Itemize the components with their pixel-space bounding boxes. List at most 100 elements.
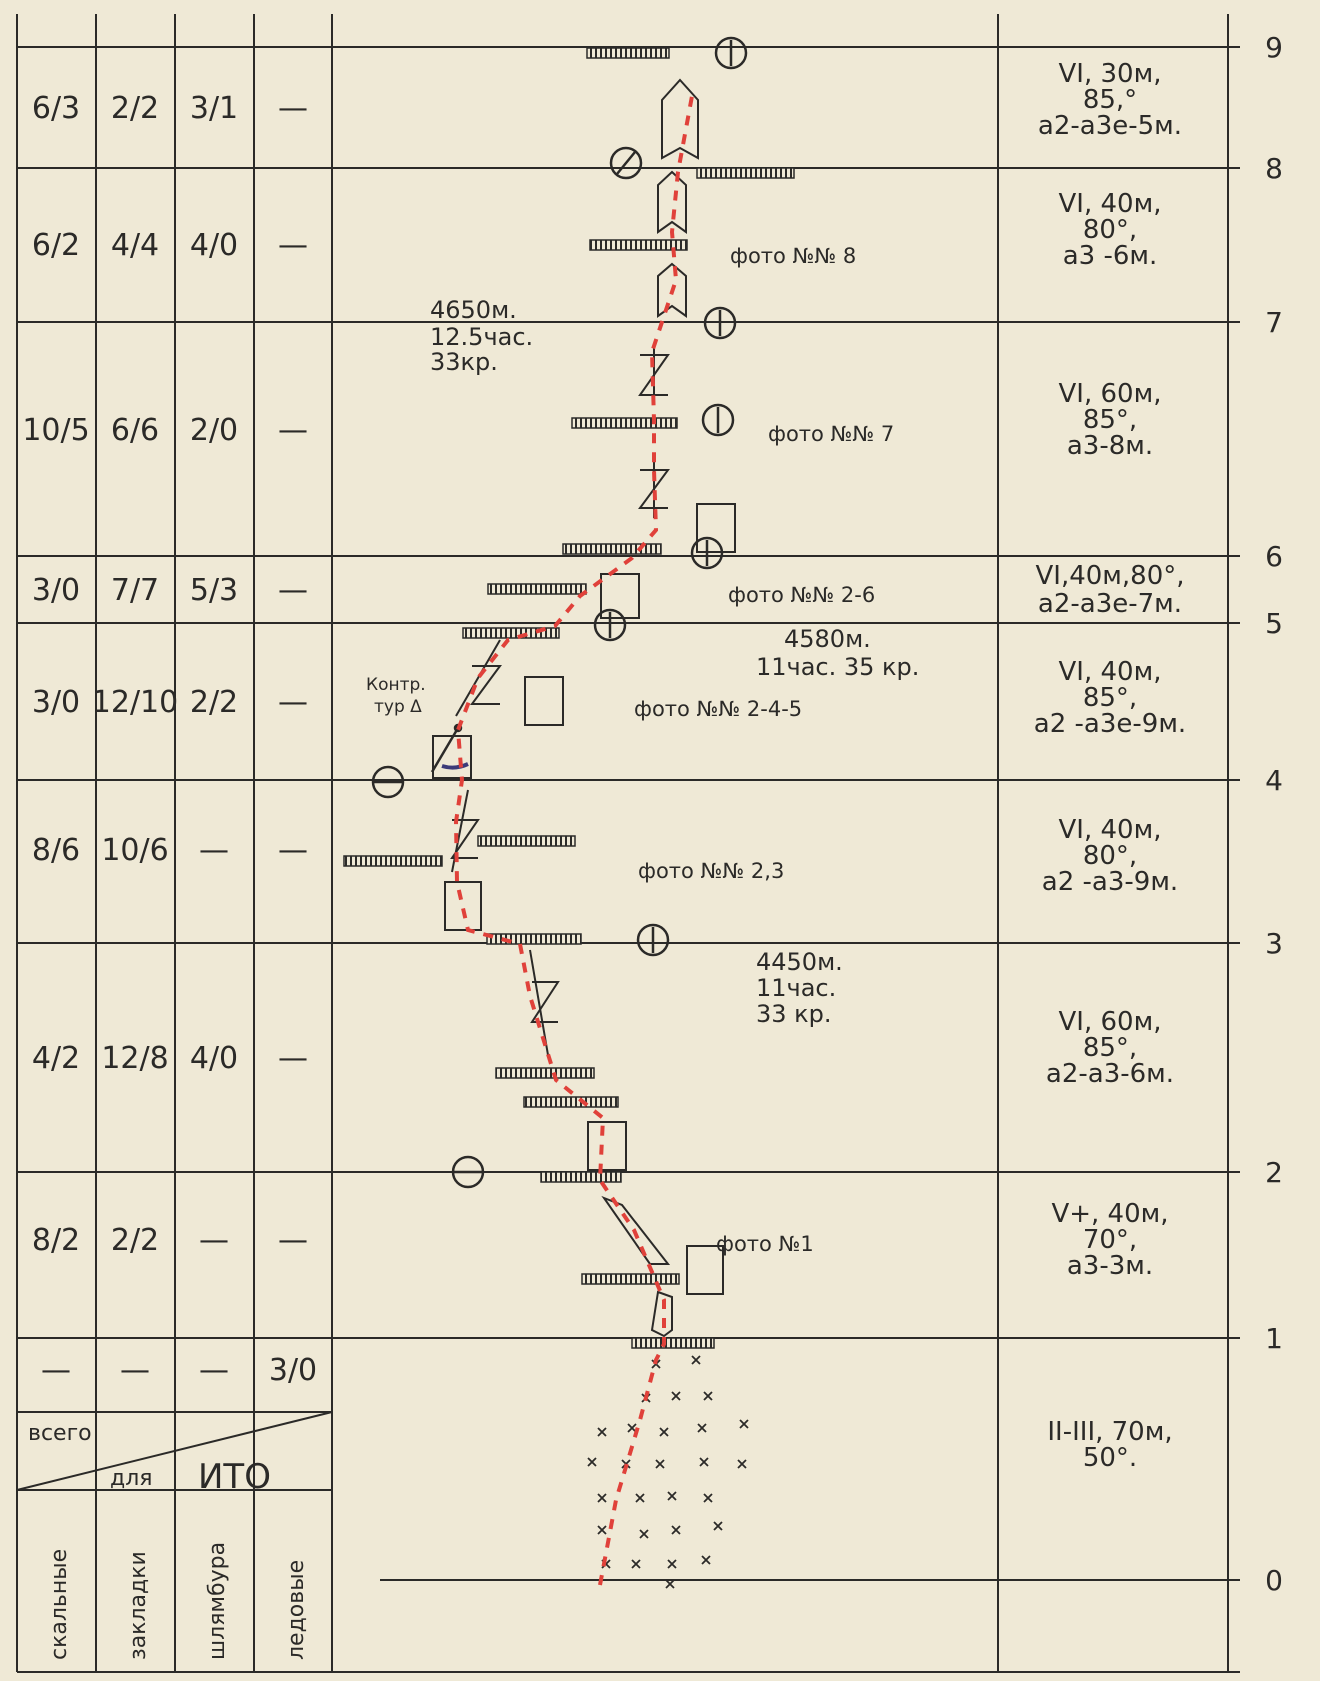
count-cell: — [278,1041,308,1076]
bivouac-note: 4450м. [756,948,843,976]
category-line: 85,° [1083,85,1137,115]
category-line: II-III, 70м, [1047,1417,1172,1447]
count-cell: — [278,413,308,448]
scale-tick-5: 5 [1265,607,1283,640]
category-line: VI, 60м, [1059,1007,1162,1037]
count-cell: 3/1 [190,91,238,126]
count-cell: 10/6 [101,833,168,868]
photo-label: фото №№ 8 [730,244,856,268]
category-line: а2 -а3е-9м. [1034,709,1186,739]
bivouac-note: 33 кр. [756,1000,832,1028]
count-cell: — [41,1353,71,1388]
count-cell: — [278,91,308,126]
control-point-label: тур Δ [374,697,422,717]
category-line: 80°, [1083,215,1137,245]
count-cell: 6/2 [32,228,80,263]
count-cell: 8/6 [32,833,80,868]
piton-circles [371,36,748,1189]
count-cell: 6/6 [111,413,159,448]
count-cell: 7/7 [111,573,159,608]
control-point-marker [430,723,469,773]
block-symbols [432,503,736,1295]
scree-crosses [587,1355,749,1589]
category-line: VI, 40м, [1059,815,1162,845]
count-cell: — [278,573,308,608]
category-line: а2-а3е-5м. [1038,111,1182,141]
count-cell: — [278,228,308,263]
category-line: а3 -6м. [1063,241,1158,271]
bivouac-note: 11час. 35 кр. [756,653,919,681]
bivouac-note: 11час. [756,974,836,1002]
category-line: а2-а3-6м. [1046,1059,1174,1089]
category-line: 50°. [1083,1443,1137,1473]
for-label: для [110,1466,153,1491]
category-line: VI,40м,80°, [1035,561,1184,591]
count-cell: — [199,1223,229,1258]
bivouac-note: 33кр. [430,348,498,376]
photo-label: фото №№ 2,3 [638,859,784,883]
count-cell: — [278,1223,308,1258]
column-label-bolts: шлямбура [205,1542,230,1660]
bivouac-note: 4580м. [784,625,871,653]
pitch-lines [16,46,1240,1673]
count-cell: 3/0 [269,1353,317,1388]
count-cell: 12/10 [92,685,178,720]
count-cell: — [199,833,229,868]
category-line: 85°, [1083,1033,1137,1063]
scale-tick-7: 7 [1265,306,1283,339]
photo-label: фото №№ 2-6 [728,583,875,607]
photo-label: фото №№ 2-4-5 [634,697,802,721]
category-line: V+, 40м, [1051,1199,1168,1229]
scale-tick-4: 4 [1265,764,1283,797]
count-cell: — [120,1353,150,1388]
column-label-rock: скальные [47,1549,72,1660]
category-line: VI, 40м, [1059,657,1162,687]
count-cell: 4/0 [190,228,238,263]
total-label: всего [28,1421,92,1446]
scale-tick-2: 2 [1265,1156,1283,1189]
route-line [453,95,694,1586]
count-cell: 2/2 [111,1223,159,1258]
count-cell: — [199,1353,229,1388]
category-line: VI, 60м, [1059,379,1162,409]
count-cell: 3/0 [32,573,80,608]
ledges [343,47,795,1349]
control-point-label: Контр. [366,675,426,695]
bivouac-note: 12.5час. [430,323,533,351]
count-cell: — [278,685,308,720]
category-line: а2-а3е-7м. [1038,589,1182,619]
scale-tick-0: 0 [1265,1564,1283,1597]
category-line: а3-3м. [1067,1251,1153,1281]
category-line: VI, 30м, [1059,59,1162,89]
category-line: 85°, [1083,683,1137,713]
category-line: VI, 40м, [1059,189,1162,219]
count-cell: 4/2 [32,1041,80,1076]
column-label-chocks: закладки [126,1551,151,1660]
count-cell: 10/5 [22,413,89,448]
count-cell: 8/2 [32,1223,80,1258]
count-cell: 2/0 [190,413,238,448]
photo-label: фото №№ 7 [768,422,894,446]
scale-tick-6: 6 [1265,540,1283,573]
scale-tick-3: 3 [1265,927,1283,960]
column-rules [16,14,1229,1672]
count-cell: 4/0 [190,1041,238,1076]
count-cell: 12/8 [101,1041,168,1076]
category-line: а2 -а3-9м. [1042,867,1178,897]
category-line: 85°, [1083,405,1137,435]
category-line: 80°, [1083,841,1137,871]
scale-tick-8: 8 [1265,152,1283,185]
count-cell: 2/2 [190,685,238,720]
photo-label: фото №1 [716,1232,814,1256]
column-label-ice: ледовые [284,1560,309,1660]
ito-label: ИТО [198,1457,271,1497]
count-cell: 4/4 [111,228,159,263]
count-cell: 2/2 [111,91,159,126]
category-line: 70°, [1083,1225,1137,1255]
scale-tick-9: 9 [1265,31,1283,64]
count-cell: 5/3 [190,573,238,608]
bivouac-note: 4650м. [430,296,517,324]
count-cell: 6/3 [32,91,80,126]
count-cell: 3/0 [32,685,80,720]
